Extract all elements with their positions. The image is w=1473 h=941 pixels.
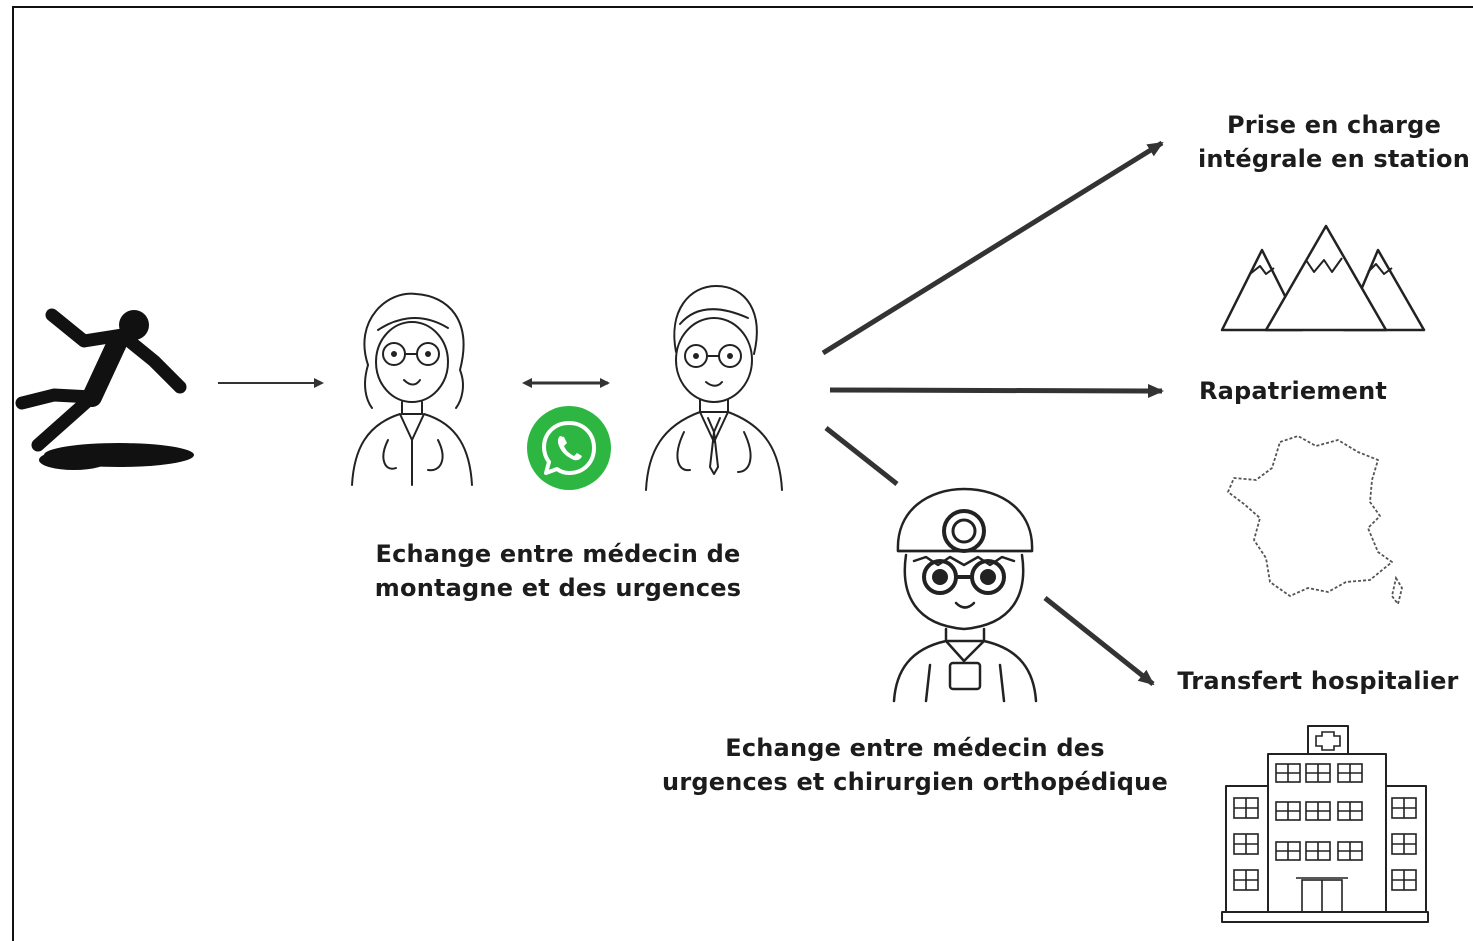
france-map-icon — [1227, 435, 1403, 607]
label-exchange-2-line2: urgences et chirurgien orthopédique — [662, 768, 1168, 796]
label-rapatriement-text: Rapatriement — [1198, 377, 1388, 405]
label-exchange-mountain-emergency: Echange entre médecin de montagne et des… — [338, 537, 778, 605]
arrow-to-station — [821, 140, 1164, 356]
arrow-to-repatriation — [829, 383, 1164, 398]
label-exchange-emergency-ortho: Echange entre médecin des urgences et ch… — [660, 731, 1170, 799]
label-exchange-1-line1: Echange entre médecin de — [375, 540, 741, 568]
label-prise-en-charge: Prise en charge intégrale en station — [1196, 108, 1472, 176]
label-rapatriement: Rapatriement — [1190, 374, 1396, 408]
label-transfert-text: Transfert hospitalier — [1177, 667, 1459, 695]
slipping-person-icon — [15, 308, 194, 470]
female-doctor-icon — [351, 292, 473, 486]
label-exchange-2-line1: Echange entre médecin des — [725, 734, 1105, 762]
hospital-icon — [1221, 725, 1429, 923]
label-prise-en-charge-line2: intégrale en station — [1197, 145, 1471, 173]
mountains-icon — [1220, 224, 1426, 332]
whatsapp-icon — [527, 406, 611, 490]
arrow-to-hospital — [1043, 596, 1155, 686]
arrow-to-surgeon — [824, 426, 899, 486]
diagram-frame — [12, 6, 1473, 941]
label-prise-en-charge-line1: Prise en charge — [1226, 111, 1442, 139]
label-transfert-hospitalier: Transfert hospitalier — [1176, 664, 1460, 698]
label-exchange-1-line2: montagne et des urgences — [374, 574, 742, 602]
surgeon-icon — [892, 487, 1038, 703]
male-doctor-icon — [645, 285, 783, 491]
